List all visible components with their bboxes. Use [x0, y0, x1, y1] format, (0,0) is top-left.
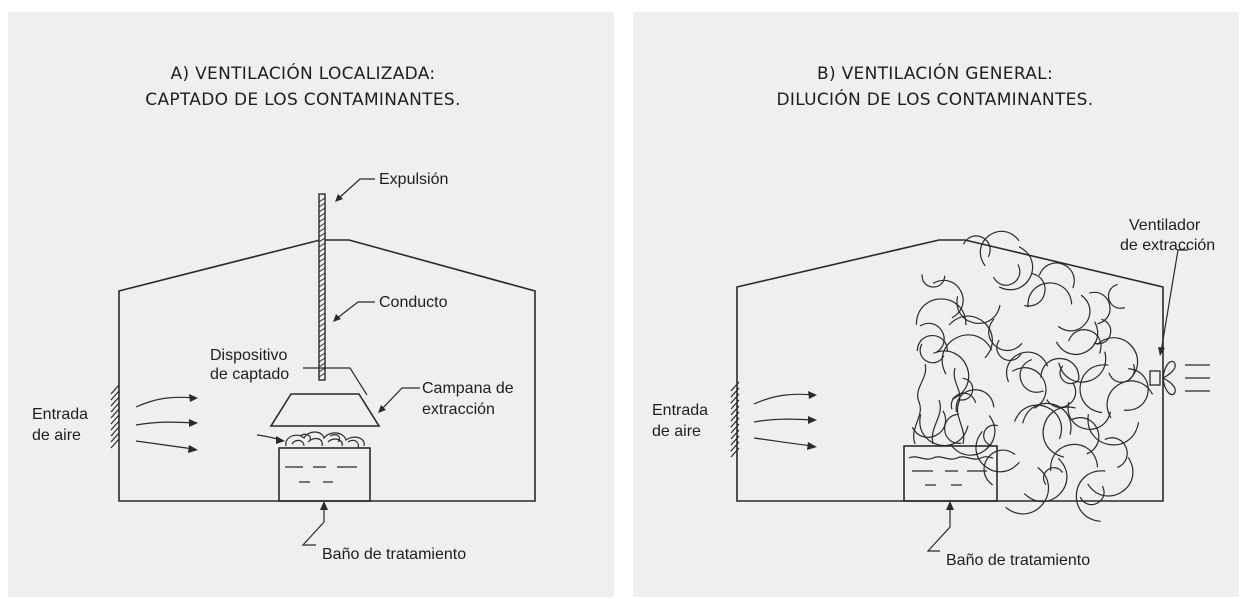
exhaust-fan-icon [1149, 360, 1210, 396]
label-dispositivo-line1: Dispositivo [210, 347, 287, 364]
leader-lines [301, 178, 420, 546]
label-campana-line1: Campana de [422, 380, 514, 397]
label-ventilador-line1: Ventilador [1129, 217, 1201, 234]
label-campana-line2: extracción [422, 401, 495, 418]
label-entrada-line2: de aire [32, 427, 81, 444]
label-bano: Baño de tratamiento [322, 546, 466, 563]
air-inlet-grille [110, 384, 120, 449]
label-expulsion: Expulsión [379, 171, 448, 188]
panel-b-title-line1: B) VENTILACIÓN GENERAL: [817, 62, 1053, 84]
duct [318, 193, 326, 381]
label-entrada-line1: Entrada [32, 406, 88, 423]
panel-a-title-line1: A) VENTILACIÓN LOCALIZADA: [171, 62, 436, 84]
panel-localized-ventilation: A) VENTILACIÓN LOCALIZADA: CAPTADO DE LO… [8, 12, 614, 597]
treatment-tank [903, 445, 998, 502]
panel-a-title-line2: CAPTADO DE LOS CONTAMINANTES. [145, 90, 460, 110]
contaminant-fumes [285, 431, 365, 449]
diagram-localized-ventilation: A) VENTILACIÓN LOCALIZADA: CAPTADO DE LO… [32, 62, 536, 563]
label-entrada-line2: de aire [652, 423, 701, 440]
treatment-tank [278, 447, 371, 502]
panel-b-title-line2: DILUCIÓN DE LOS CONTAMINANTES. [777, 88, 1094, 110]
extraction-hood [269, 393, 381, 427]
label-dispositivo-line2: de captado [210, 366, 289, 383]
air-inlet-arrows [753, 391, 817, 450]
panel-general-ventilation: B) VENTILACIÓN GENERAL: DILUCIÓN DE LOS … [633, 12, 1239, 597]
tank-liquid-marks [908, 456, 994, 486]
label-ventilador-line2: de extracción [1120, 237, 1215, 254]
building-outline [736, 239, 1164, 502]
contaminant-cloud [911, 230, 1154, 522]
leader-lines [926, 249, 1188, 552]
label-entrada-line1: Entrada [652, 402, 708, 419]
air-inlet-arrows [135, 394, 285, 453]
building-outline [118, 239, 536, 502]
diagram-general-ventilation: B) VENTILACIÓN GENERAL: DILUCIÓN DE LOS … [652, 62, 1215, 569]
label-bano: Baño de tratamiento [946, 552, 1090, 569]
tank-liquid-marks [285, 466, 357, 483]
label-conducto: Conducto [379, 294, 448, 311]
air-inlet-grille [730, 381, 740, 458]
